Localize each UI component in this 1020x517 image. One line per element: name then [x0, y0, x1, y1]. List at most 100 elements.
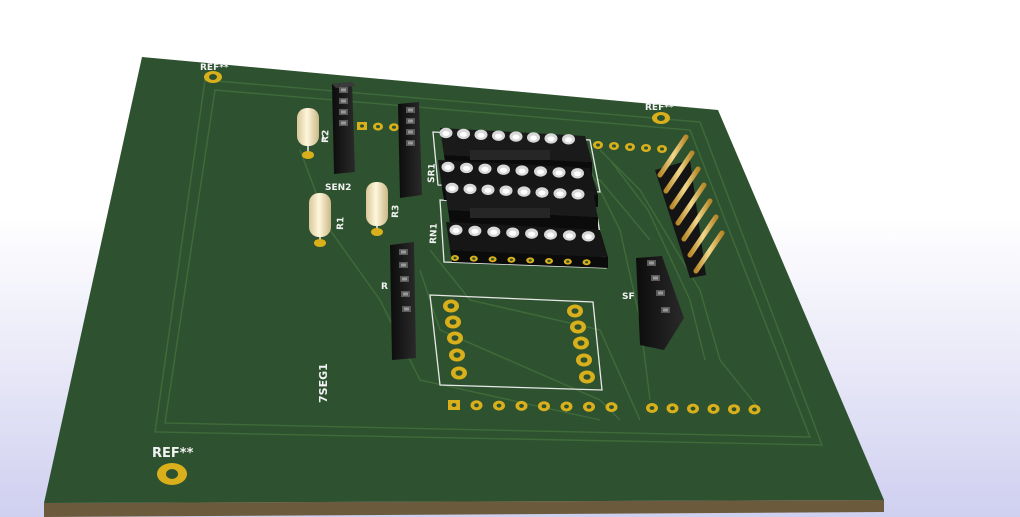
pad-drill [609, 405, 614, 410]
socket-hole-center [502, 188, 510, 194]
socket-hole-center [490, 229, 498, 235]
socket-hole-center [555, 170, 563, 176]
r3-label: R3 [391, 205, 401, 219]
header-pin-tip [403, 292, 408, 296]
pad-drill [583, 374, 591, 380]
socket-hole-center [477, 132, 485, 138]
gold-pin [657, 134, 689, 178]
pad-drill [509, 258, 513, 261]
pad-drill [571, 308, 579, 314]
socket-hole-center [484, 187, 492, 193]
7seg-footprint-outline [429, 294, 603, 391]
pad-drill [491, 258, 495, 261]
header-pin-tip [341, 99, 346, 103]
header-pin-tip [341, 121, 346, 125]
socket-hole-center [463, 165, 470, 171]
pad-drill [711, 406, 716, 411]
header-pin-tip [341, 88, 346, 92]
pad-drill [360, 124, 364, 128]
header-pin-tip [401, 250, 406, 254]
socket-pad-row [451, 255, 591, 266]
pad-drill [541, 404, 547, 409]
ref-label-bottom-left: REF** [152, 446, 194, 461]
pad-drill [451, 403, 457, 407]
seven-segment-icon [443, 299, 595, 384]
pad-drill [574, 324, 582, 330]
header-pin-tip [408, 141, 413, 145]
pad-drill [752, 407, 757, 412]
sf-pin-header[interactable] [636, 256, 684, 350]
pad-drill [472, 257, 476, 260]
right-angle-pin-header[interactable] [655, 134, 725, 278]
socket-hole-center [556, 191, 564, 197]
socket-hole-center [565, 137, 572, 143]
socket-hole-center [442, 131, 450, 136]
socket-hole-center [537, 169, 544, 175]
pad-drill [564, 404, 569, 409]
gold-pin [663, 150, 695, 194]
resistor-r3[interactable] [366, 182, 388, 236]
header-pin-tip [649, 261, 654, 265]
header-pin-tip [408, 108, 413, 112]
pad-drill [519, 403, 524, 408]
pad-drill [577, 340, 585, 346]
pad-drill [566, 260, 570, 263]
pad-drill [392, 125, 396, 129]
pad-drill [447, 303, 455, 309]
socket-hole-center [538, 190, 546, 196]
header-pin-tip [404, 307, 409, 311]
socket-hole-center [512, 134, 520, 140]
ref-label-top-left: REF** [200, 63, 229, 73]
gold-pin [687, 214, 719, 258]
pad-drill [474, 403, 479, 408]
resistor-r2[interactable] [297, 108, 324, 159]
pad-drill [586, 404, 592, 409]
7seg-label: 7SEG1 [317, 363, 330, 403]
socket-hole-center [547, 136, 555, 142]
socket-hole-center [574, 171, 581, 177]
header-pin-tip [401, 263, 406, 267]
socket-hole-center [547, 232, 554, 238]
pad-drill [690, 406, 696, 411]
pad-drill [449, 319, 457, 325]
socket-hole-center [500, 167, 507, 173]
sr1-side-header[interactable] [398, 102, 422, 198]
header-pin-tip [658, 291, 663, 295]
socket-hole-center [584, 234, 592, 240]
pad-drill [670, 406, 675, 411]
board-edge [44, 500, 884, 517]
socket-hole-center [565, 233, 573, 239]
sf-partial-label: SF [622, 292, 635, 302]
mounting-hole-icon [157, 463, 187, 485]
pad-drill [585, 261, 589, 264]
r-pin-header[interactable] [390, 242, 416, 360]
socket-hole-center [509, 230, 517, 236]
socket-hole-center [518, 168, 526, 174]
pad-drill [547, 259, 551, 263]
sr1-label: SR1 [427, 163, 438, 183]
header-pin-tip [408, 130, 413, 134]
rn1-ic-socket[interactable] [444, 182, 608, 268]
sen2-label: SEN2 [325, 183, 351, 193]
socket-hole-center [574, 192, 582, 198]
socket-hole-center [460, 131, 467, 137]
pad-row [593, 141, 667, 153]
socket-hole-center [448, 186, 456, 191]
header-pin-tip [653, 276, 658, 280]
gold-pin [681, 198, 713, 242]
gold-pin [693, 230, 725, 274]
resistor-r1[interactable] [309, 193, 331, 247]
pad-drill [644, 146, 648, 150]
pad-drill [453, 352, 461, 358]
socket-hole-center [481, 166, 489, 172]
rn1-label: RN1 [429, 223, 440, 244]
socket-hole-center [530, 135, 537, 141]
socket-hole-center [528, 231, 536, 237]
sen2-pin-header[interactable] [332, 82, 356, 174]
gold-pin [675, 182, 707, 226]
header-pin-tip [341, 110, 346, 114]
pad-drill [528, 259, 532, 262]
r2-label: R2 [321, 130, 331, 144]
pad-drill [451, 335, 459, 341]
